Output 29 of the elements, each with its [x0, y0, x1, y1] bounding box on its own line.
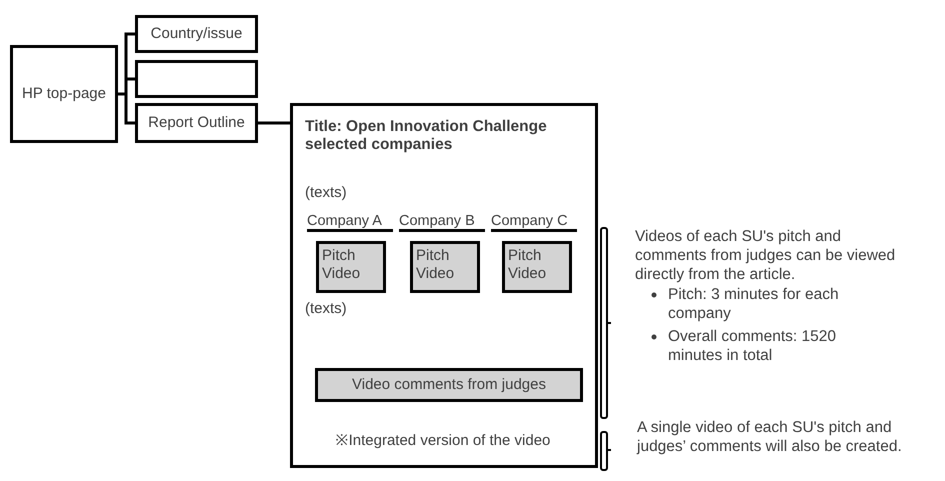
video-label: Pitch Video — [416, 247, 456, 283]
menu-box — [135, 15, 258, 53]
page-box — [10, 45, 118, 143]
placeholder-text: (texts) — [305, 184, 348, 202]
video-label: Pitch Video — [322, 247, 362, 283]
menu-label: Report Outline — [148, 114, 245, 132]
video-box — [410, 241, 480, 293]
connector-line — [258, 122, 290, 124]
placeholder-text: (texts) — [305, 300, 348, 318]
menu-box — [135, 60, 258, 98]
video-box — [315, 368, 583, 402]
video-box — [316, 241, 386, 293]
company-heading: Company B — [399, 214, 485, 232]
title: Title: Open Innovation Challenge selected companies — [305, 118, 548, 154]
company-heading: Company C — [491, 214, 577, 232]
connector-line — [118, 92, 135, 124]
video-label: Video comments from judges — [352, 376, 546, 394]
bullet-item: Pitch: 3 minutes for each company — [668, 285, 840, 323]
note-text: A single video of each SU's pitch and judges’ comments will also be created. — [637, 418, 903, 456]
bullet-item: Overall comments: 1520 minutes in total — [668, 327, 837, 365]
company-heading: Company A — [307, 214, 393, 232]
video-box — [502, 241, 572, 293]
menu-label: HP top-page — [21, 85, 107, 103]
menu-box — [135, 103, 258, 143]
video-label: Pitch Video — [508, 247, 548, 283]
note-text: Videos of each SU's pitch and comments from judges can be viewed directly from the article. — [635, 227, 896, 284]
article-page-frame — [290, 103, 598, 468]
menu-label: Country/issue — [150, 25, 242, 43]
note-text: ※Integrated version of the video — [334, 432, 552, 450]
